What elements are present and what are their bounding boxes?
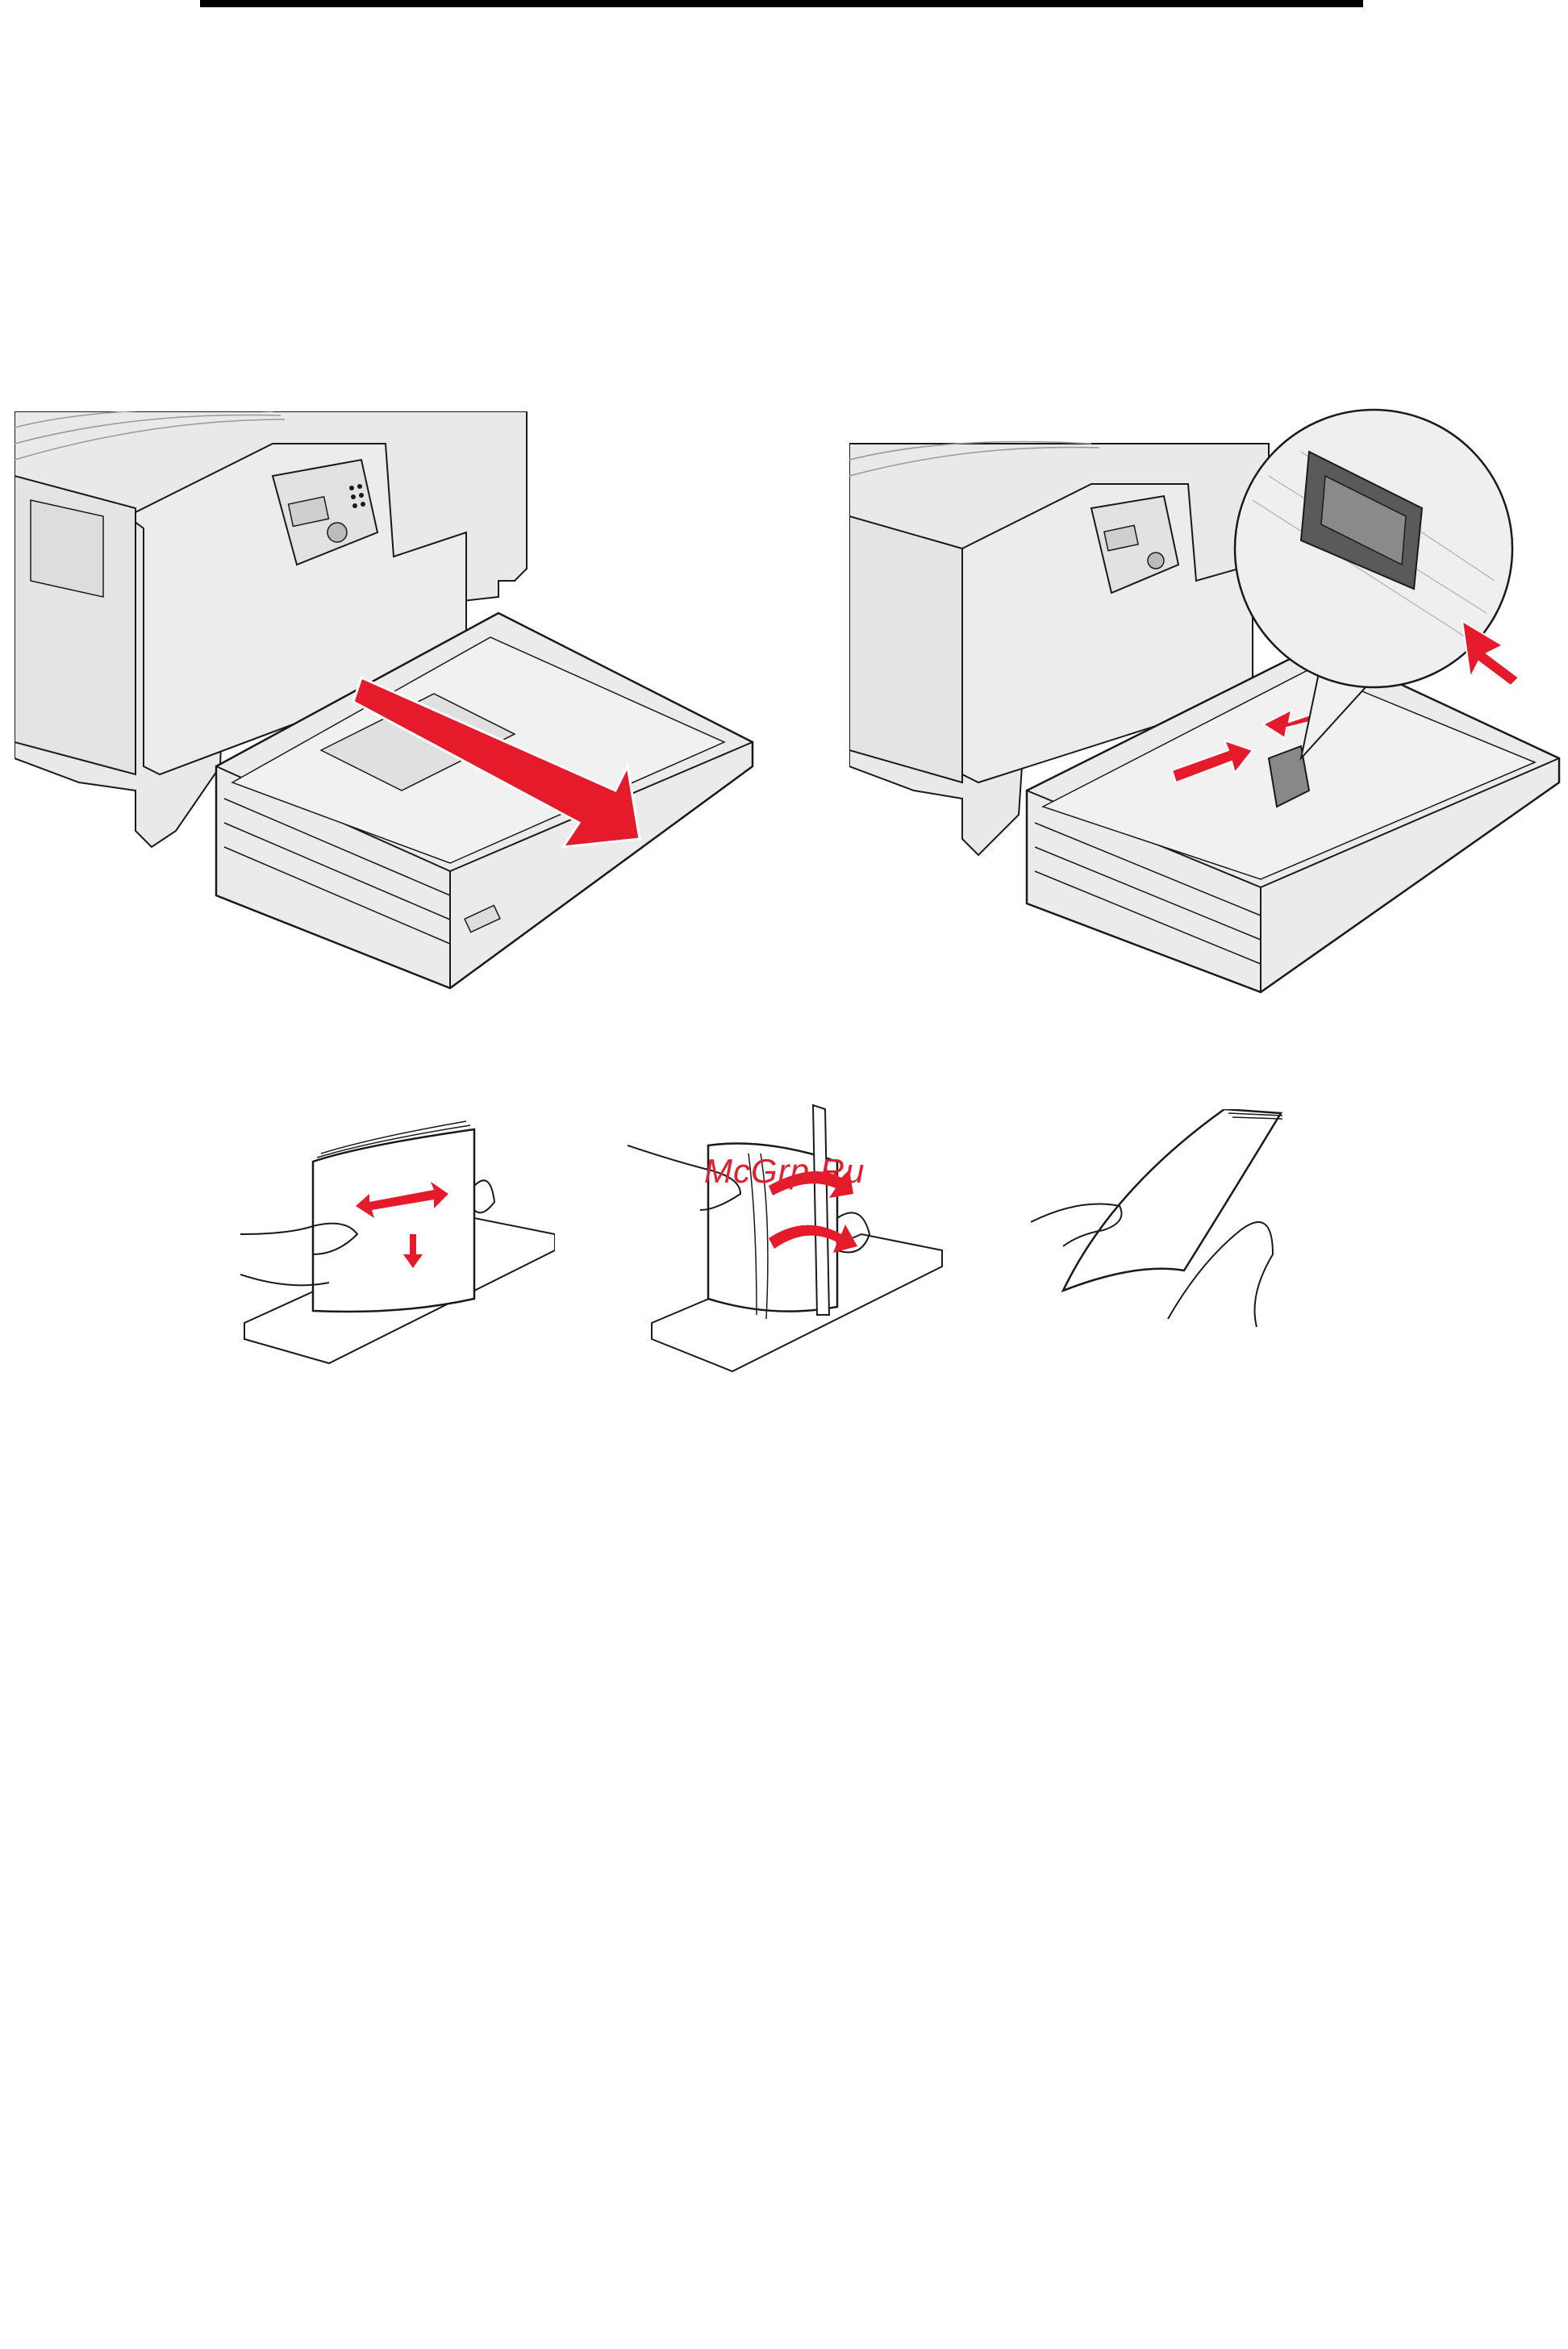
printer-tray-pull-out-icon [15, 411, 769, 992]
top-rule [200, 0, 1363, 7]
printer-tray-guide-adjust-icon [849, 403, 1568, 1000]
adjust-guide-illustration [849, 403, 1568, 1000]
paper-fan-icon [628, 1097, 950, 1387]
paper-flex-icon [240, 1113, 555, 1371]
straighten-paper-illustration [1031, 1109, 1289, 1335]
watermark-text: McGrp.Ru [704, 1152, 865, 1191]
flex-paper-illustration [240, 1113, 555, 1371]
open-tray-illustration [15, 411, 769, 992]
fan-paper-illustration [628, 1097, 950, 1387]
paper-straighten-icon [1031, 1109, 1289, 1335]
